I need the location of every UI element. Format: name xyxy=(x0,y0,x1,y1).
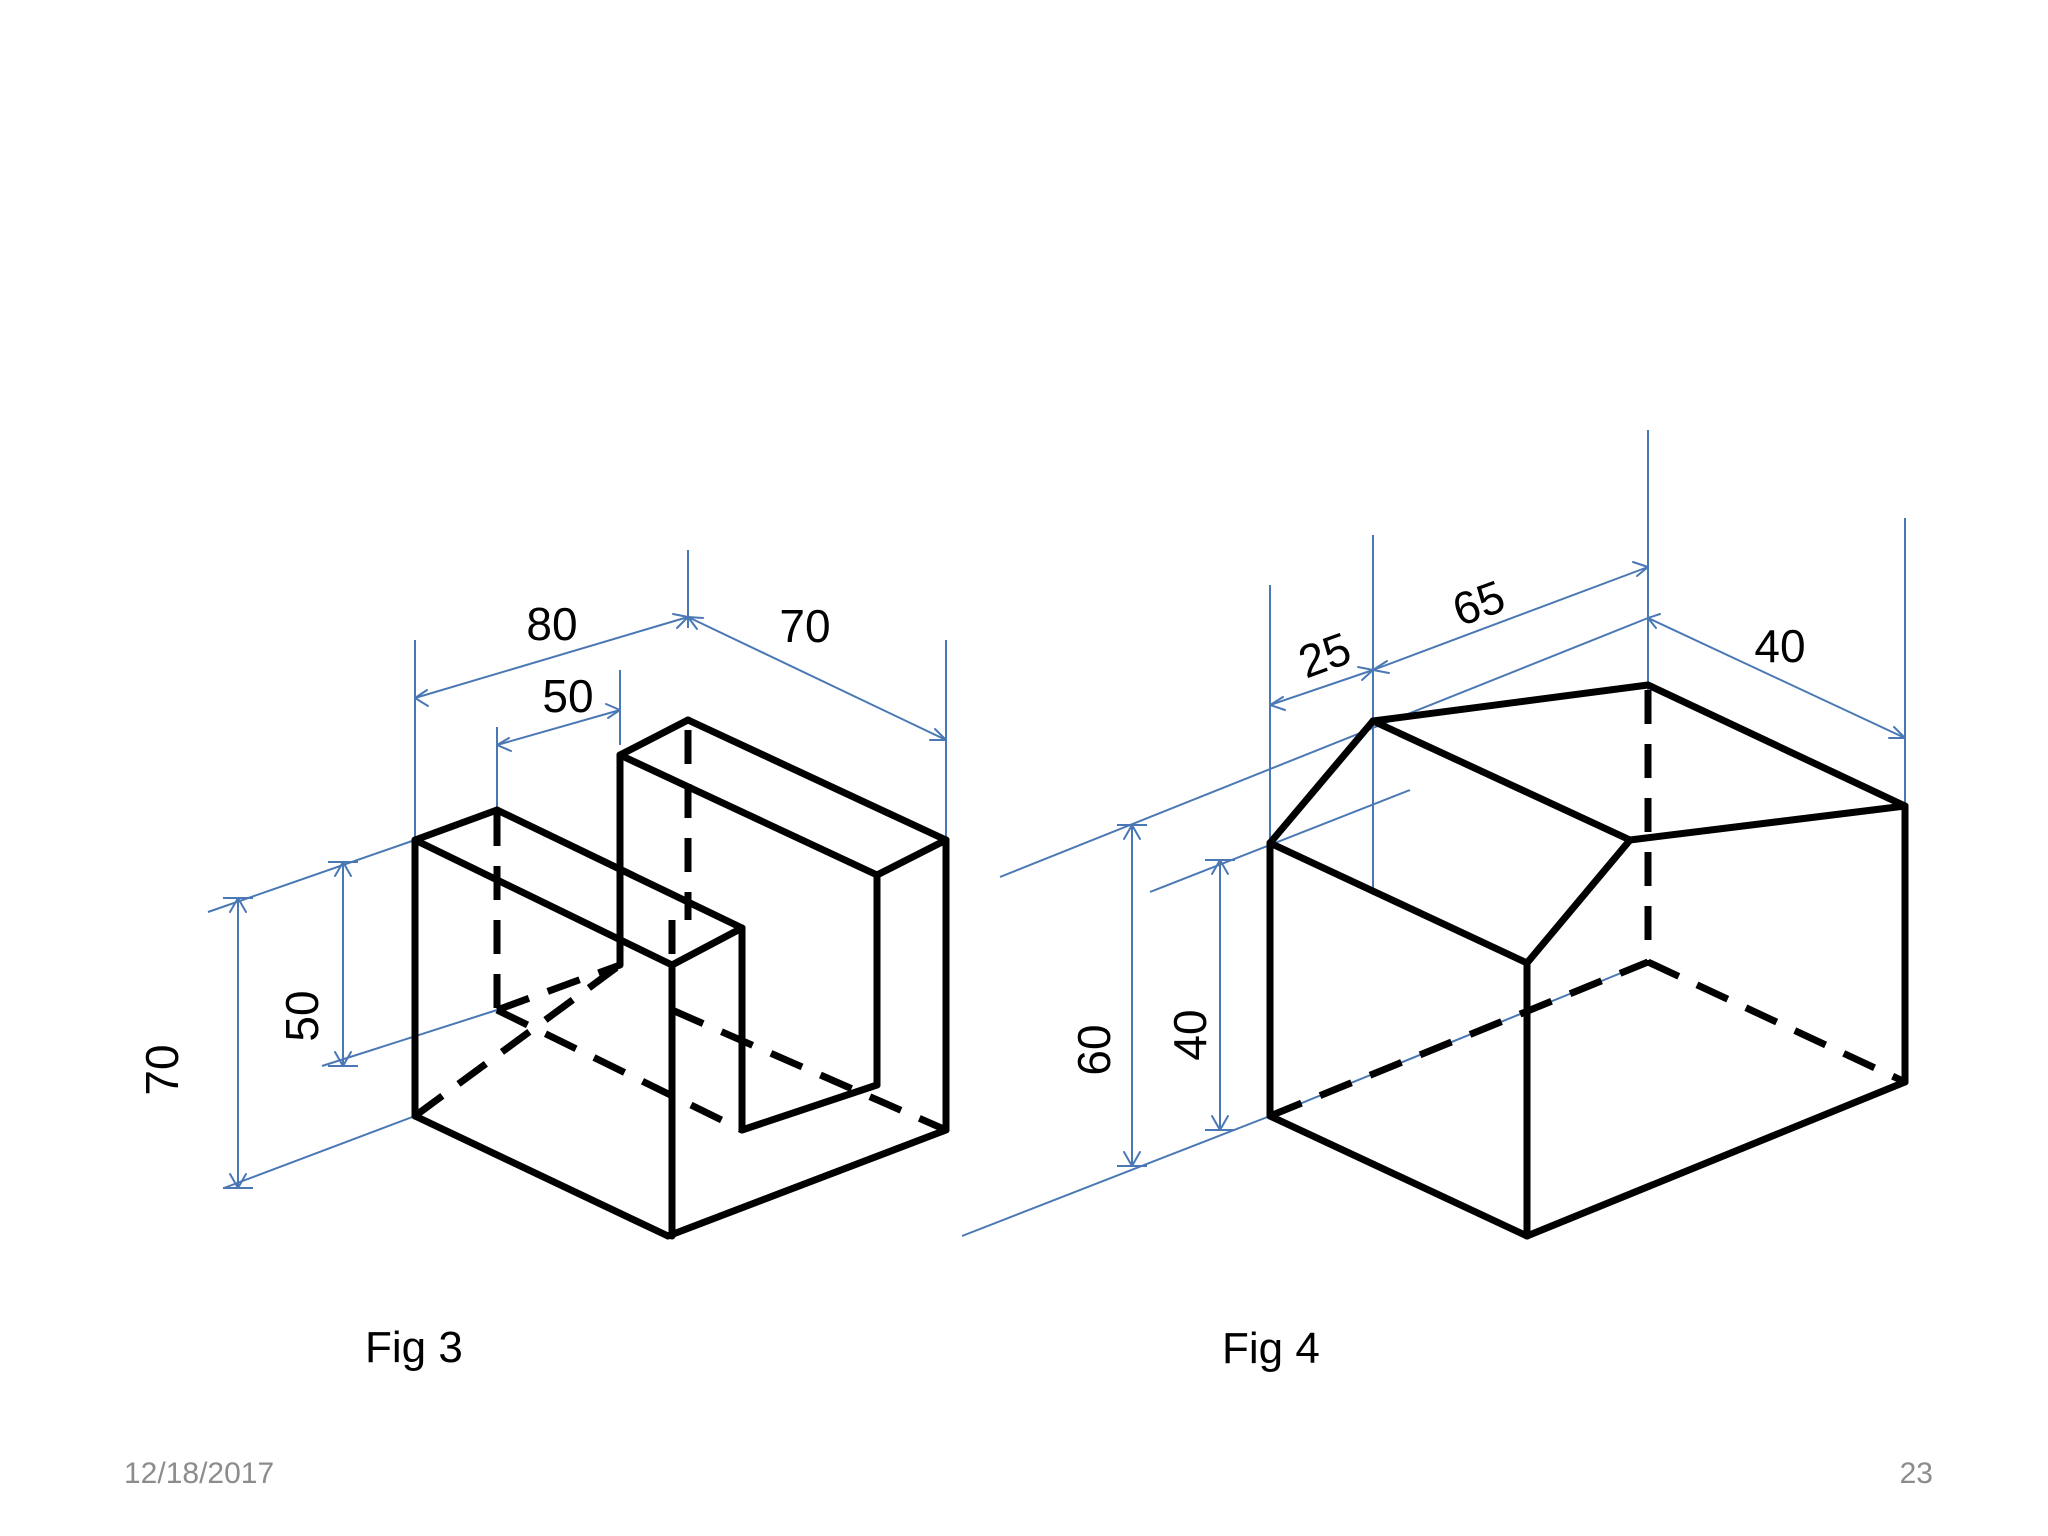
fig4-dim-65: 65 xyxy=(1446,570,1512,636)
fig4-dim-60: 60 xyxy=(1068,1024,1120,1075)
footer-date: 12/18/2017 xyxy=(124,1457,274,1490)
fig4-dimension-lines xyxy=(961,430,1906,1237)
fig3-dim-80: 80 xyxy=(526,598,577,650)
fig3-arrowheads xyxy=(229,613,947,1189)
fig3-drawing: 80 50 70 70 50 Fig 3 xyxy=(136,550,950,1372)
fig4-drawing: 25 65 40 60 40 Fig 4 xyxy=(961,430,1909,1373)
fig3-dimension-lines xyxy=(207,550,947,1189)
fig3-caption: Fig 3 xyxy=(365,1323,463,1372)
fig3-dim-50-top: 50 xyxy=(542,670,593,722)
fig3-dim-70-height: 70 xyxy=(136,1044,188,1095)
fig3-dim-50-height: 50 xyxy=(276,990,328,1041)
fig4-arrowheads xyxy=(1123,561,1906,1167)
fig3-visible-edges xyxy=(411,716,950,1240)
fig4-caption: Fig 4 xyxy=(1222,1324,1320,1373)
fig4-visible-edges xyxy=(1266,681,1909,1240)
footer-page-number: 23 xyxy=(1900,1457,1933,1490)
fig4-hidden-edges xyxy=(1268,690,1907,1120)
fig4-dim-40-height: 40 xyxy=(1164,1009,1216,1060)
fig4-dim-40-top: 40 xyxy=(1754,620,1805,672)
fig3-dim-70-top: 70 xyxy=(779,600,830,652)
fig3-dimension-labels: 80 50 70 70 50 xyxy=(136,598,831,1096)
fig3-hidden-edges xyxy=(412,730,948,1134)
